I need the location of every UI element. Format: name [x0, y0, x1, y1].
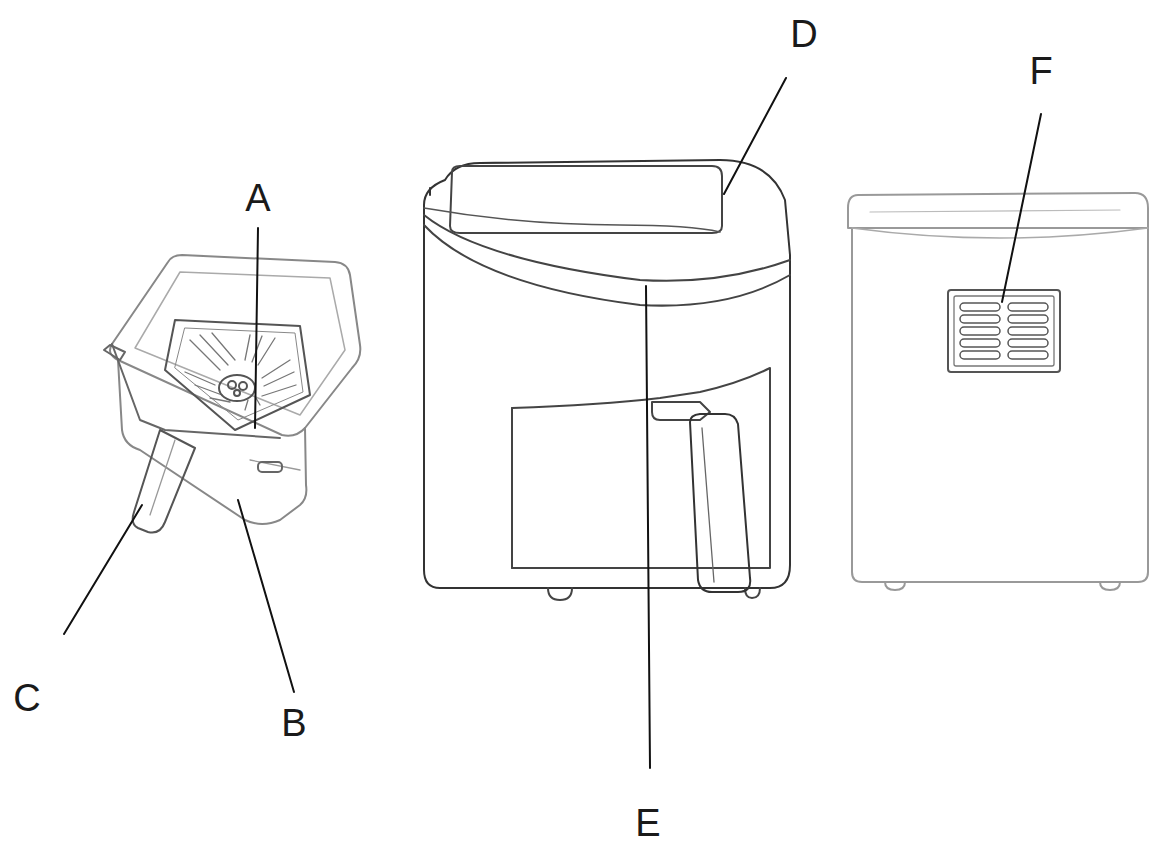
leader-line [646, 286, 650, 768]
callout-letter: F [1029, 52, 1052, 90]
callout-letter: B [281, 704, 306, 742]
callout-letter: D [790, 15, 817, 53]
callout-letter: A [245, 179, 270, 217]
basket-drawing [104, 255, 360, 533]
leader-line [238, 500, 294, 692]
air-fryer-back [848, 193, 1148, 590]
callout-letter: E [635, 804, 660, 842]
callout-letter: C [13, 679, 40, 717]
air-fryer-front [424, 160, 790, 600]
leader-line [724, 78, 786, 194]
leader-line [64, 505, 142, 634]
leader-line [255, 228, 258, 428]
leader-line [1002, 114, 1041, 302]
leader-lines [64, 78, 1041, 768]
